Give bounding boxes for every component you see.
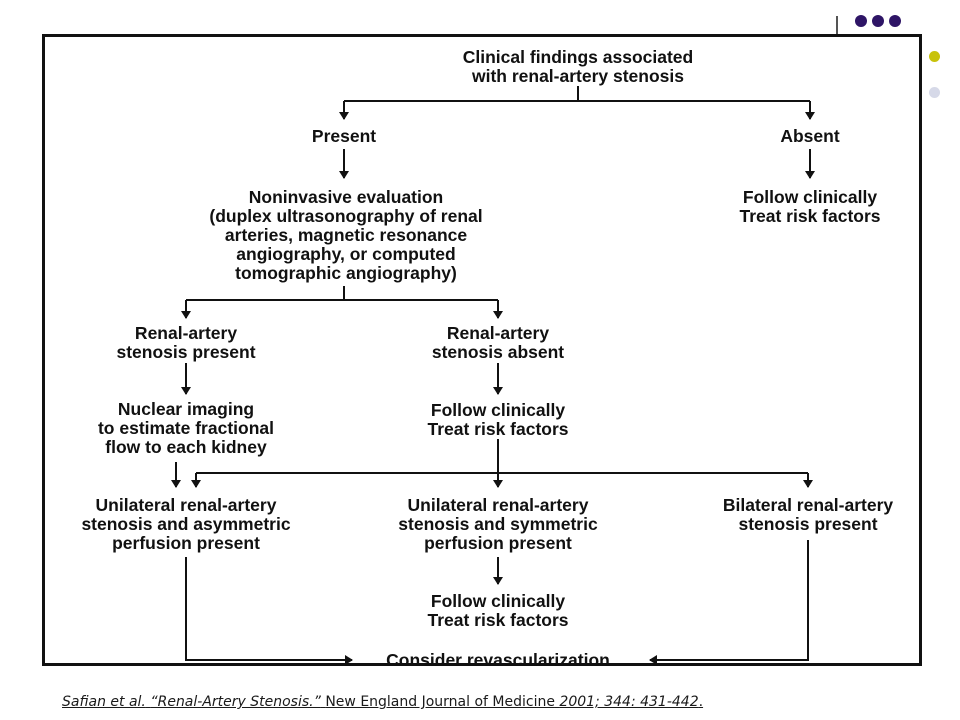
- node-text-line: (duplex ultrasonography of renal: [209, 206, 483, 226]
- node-text-line: Renal-artery: [134, 323, 238, 343]
- node-text-line: stenosis absent: [431, 342, 565, 362]
- decorative-divider-line: [836, 16, 838, 34]
- citation-authors: Safian et al.: [62, 694, 146, 710]
- citation-reference: 2001; 344: 431-442: [559, 694, 699, 710]
- node-text-line: Unilateral renal-artery: [95, 495, 277, 515]
- node-text-line: flow to each kidney: [105, 437, 267, 457]
- citation-title: “Renal-Artery Stenosis.”: [150, 694, 321, 710]
- node-text-line: with renal-artery stenosis: [471, 66, 685, 86]
- node-text-line: Consider revascularization: [386, 650, 610, 670]
- node-text-line: Treat risk factors: [739, 206, 881, 226]
- decorative-dot: [889, 15, 901, 27]
- node-text-line: Present: [311, 126, 377, 146]
- decorative-dot: [929, 87, 940, 98]
- node-text-line: Nuclear imaging: [117, 399, 255, 419]
- node-text-line: Treat risk factors: [427, 610, 569, 630]
- node-noninvasive-evaluation: Noninvasive evaluation(duplex ultrasonog…: [209, 188, 482, 283]
- decorative-dot: [929, 51, 940, 62]
- node-text-line: Follow clinically: [430, 400, 566, 420]
- node-text-line: stenosis present: [116, 342, 256, 362]
- arrow-bilateral-to-revasc: [649, 540, 809, 665]
- node-text-line: Noninvasive evaluation: [248, 187, 444, 207]
- node-text-line: angiography, or computed: [236, 244, 456, 264]
- node-text-line: Renal-artery: [446, 323, 550, 343]
- node-text-line: Absent: [780, 126, 840, 146]
- node-absent: Absent: [780, 127, 839, 146]
- node-text-line: Follow clinically: [742, 187, 878, 207]
- node-text-line: perfusion present: [112, 533, 260, 553]
- node-text-line: tomographic angiography): [235, 263, 457, 283]
- decorative-dot: [855, 15, 867, 27]
- decorative-dot: [872, 15, 884, 27]
- node-text-line: stenosis and asymmetric: [81, 514, 291, 534]
- node-present: Present: [312, 127, 376, 146]
- citation-period: .: [698, 694, 704, 710]
- flowchart-frame: [42, 34, 922, 666]
- node-text-line: Bilateral renal-artery: [722, 495, 894, 515]
- node-text-line: stenosis present: [738, 514, 878, 534]
- node-text-line: perfusion present: [424, 533, 572, 553]
- arrow-asym-to-revasc: [185, 557, 353, 665]
- node-text-line: Clinical findings associated: [462, 47, 694, 67]
- node-text-line: Treat risk factors: [427, 419, 569, 439]
- node-text-line: arteries, magnetic resonance: [224, 225, 468, 245]
- node-text-line: Follow clinically: [430, 591, 566, 611]
- citation: Safian et al. “Renal-Artery Stenosis.” N…: [62, 693, 703, 711]
- node-text-line: Unilateral renal-artery: [407, 495, 589, 515]
- citation-journal: New England Journal of Medicine: [325, 694, 555, 710]
- node-consider-revascularization: Consider revascularization: [386, 651, 610, 670]
- node-text-line: stenosis and symmetric: [398, 514, 598, 534]
- node-text-line: to estimate fractional: [97, 418, 275, 438]
